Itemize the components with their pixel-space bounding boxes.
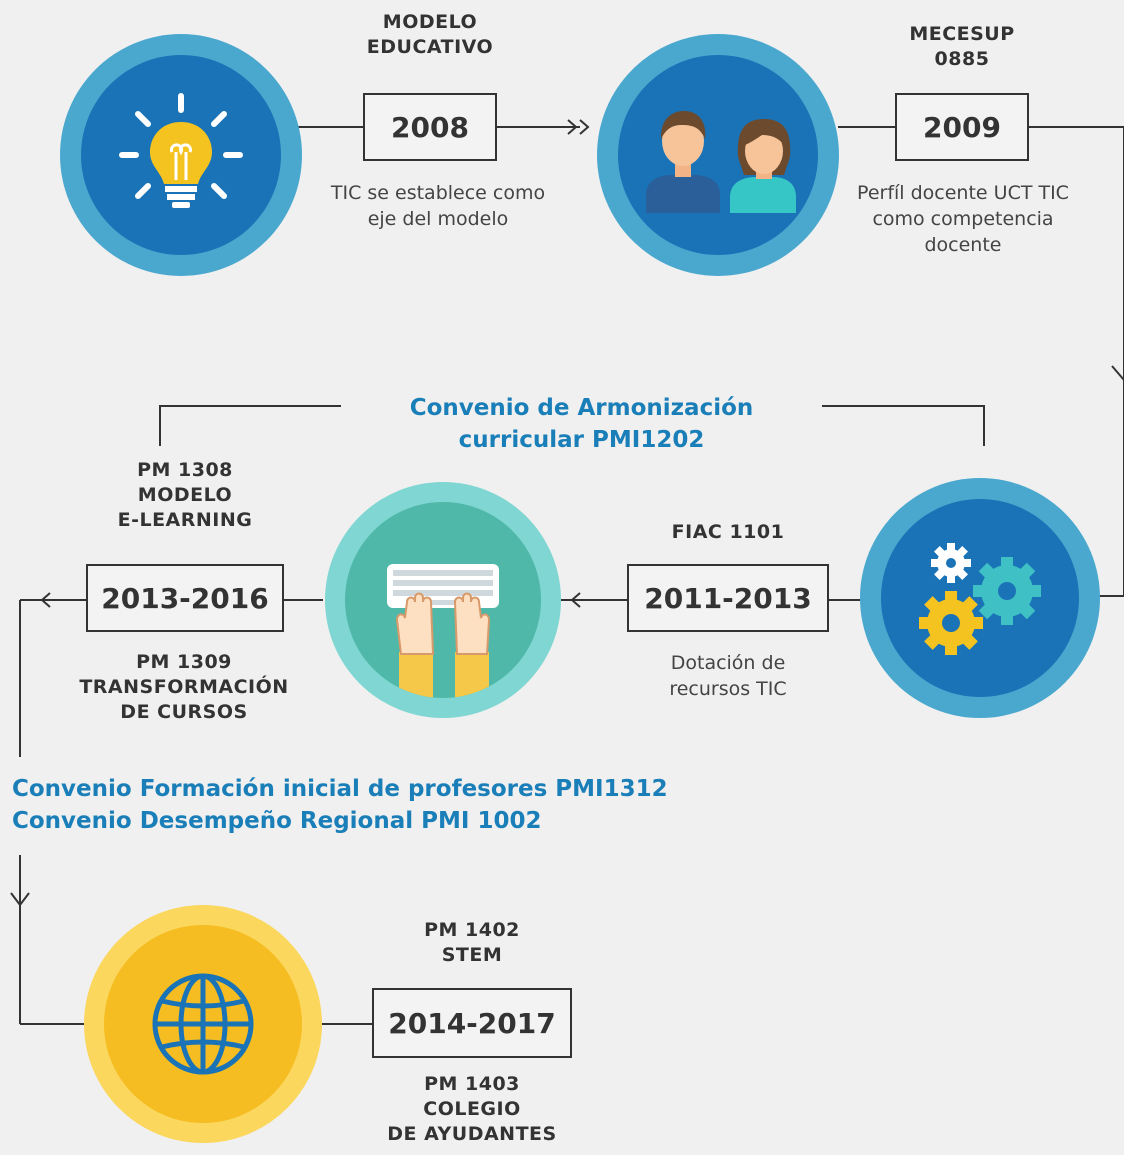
year-box-2009: 2009 xyxy=(895,93,1029,161)
year-box-2014-2017: 2014-2017 xyxy=(372,988,572,1058)
gears-icon xyxy=(919,543,1041,655)
year-label: 2009 xyxy=(923,110,1001,144)
year-box-2011-2013: 2011-2013 xyxy=(627,564,829,632)
teachers-circle xyxy=(597,34,839,276)
year-label: 2014-2017 xyxy=(388,1006,556,1040)
year-label: 2013-2016 xyxy=(101,581,269,615)
keyboard-circle xyxy=(325,482,561,718)
year-label: 2008 xyxy=(391,110,469,144)
formacion-heading: Convenio Formación inicial de profesores… xyxy=(12,776,668,834)
node-2011-top-label: FIAC 1101 xyxy=(671,521,785,543)
teachers-icon xyxy=(646,111,796,213)
lightbulb-icon xyxy=(119,93,243,208)
globe-icon xyxy=(152,973,254,1075)
keyboard-typing-icon xyxy=(387,564,499,698)
gears-circle xyxy=(860,478,1100,718)
year-label: 2011-2013 xyxy=(644,581,812,615)
year-box-2013-2016: 2013-2016 xyxy=(86,564,284,632)
year-box-2008: 2008 xyxy=(363,93,497,161)
globe-circle xyxy=(84,905,322,1143)
lightbulb-circle xyxy=(60,34,302,276)
